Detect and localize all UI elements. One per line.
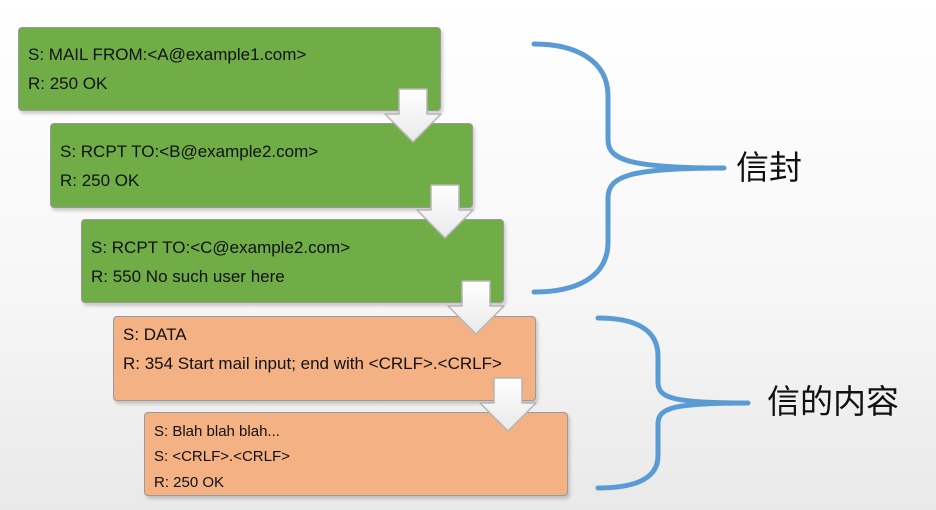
- smtp-step-rcpt-to-c: S: RCPT TO:<C@example2.com> R: 550 No su…: [81, 219, 504, 303]
- step-command-text: S: RCPT TO:<B@example2.com>: [60, 142, 319, 161]
- step-response-text: R: 354 Start mail input; end with <CRLF>…: [123, 354, 502, 373]
- envelope-label: 信封: [736, 148, 802, 187]
- content-brace: [595, 315, 751, 491]
- smtp-step-data: S: DATA R: 354 Start mail input; end wit…: [113, 316, 536, 401]
- message-content-label: 信的内容: [767, 382, 899, 421]
- smtp-step-rcpt-to-b: S: RCPT TO:<B@example2.com> R: 250 OK: [50, 123, 473, 208]
- step-body-text: S: Blah blah blah...: [154, 423, 280, 440]
- step-response-text: R: 550 No such user here: [91, 267, 285, 286]
- down-arrow-icon: [447, 280, 505, 335]
- smtp-step-mail-from: S: MAIL FROM:<A@example1.com> R: 250 OK: [18, 27, 441, 111]
- down-arrow-icon: [479, 377, 537, 432]
- envelope-brace: [531, 41, 727, 295]
- step-command-text: S: RCPT TO:<C@example2.com>: [91, 238, 351, 257]
- step-end-marker-text: S: <CRLF>.<CRLF>: [154, 448, 290, 465]
- step-response-text: R: 250 OK: [28, 74, 108, 93]
- smtp-step-message-body: S: Blah blah blah... S: <CRLF>.<CRLF> R:…: [144, 412, 568, 496]
- down-arrow-icon: [416, 184, 474, 239]
- step-command-text: S: MAIL FROM:<A@example1.com>: [28, 45, 307, 64]
- step-response-text: R: 250 OK: [154, 474, 225, 491]
- down-arrow-icon: [384, 88, 442, 143]
- step-response-text: R: 250 OK: [60, 171, 140, 190]
- step-command-text: S: DATA: [123, 325, 187, 344]
